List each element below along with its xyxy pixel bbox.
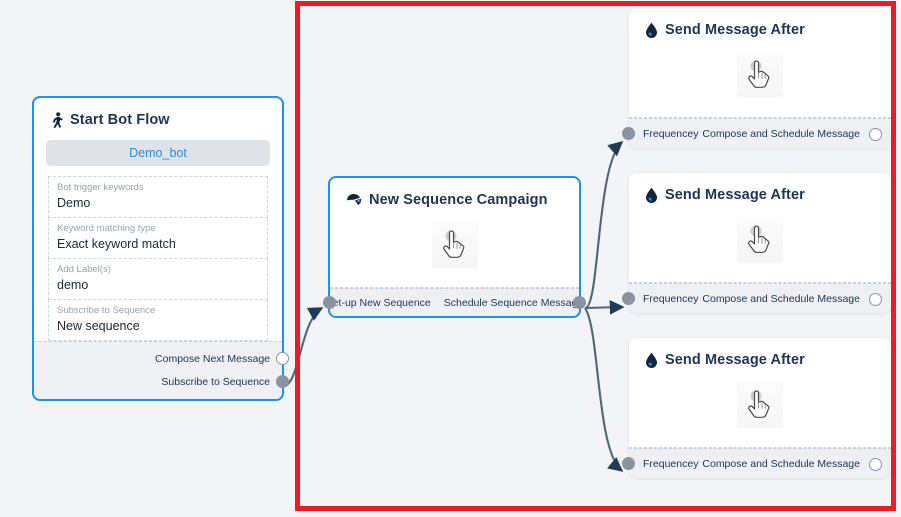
start-node-fields: Bot trigger keywords Demo Keyword matchi… bbox=[34, 176, 282, 347]
start-node-title: Start Bot Flow bbox=[70, 112, 170, 128]
message-node-title: Send Message After bbox=[665, 352, 805, 368]
port-label: Subscribe to Sequence bbox=[161, 375, 270, 388]
field-label: Bot trigger keywords bbox=[57, 182, 144, 193]
message-node-title: Send Message After bbox=[665, 187, 805, 203]
port-handle-subscribe-to-sequence[interactable] bbox=[276, 375, 289, 388]
port-handle-compose-and-schedule-message[interactable] bbox=[869, 457, 882, 471]
sequence-node-ports: Set-up New Sequence Schedule Sequence Me… bbox=[323, 288, 586, 316]
port-label-compose-and-schedule-message: Compose and Schedule Message bbox=[702, 128, 860, 140]
sequence-card-divider bbox=[330, 287, 579, 288]
message-card-divider bbox=[629, 117, 891, 118]
sequence-node-title: New Sequence Campaign bbox=[369, 192, 548, 208]
port-label: Compose Next Message bbox=[155, 352, 270, 365]
message-node-ports: Frequencey Compose and Schedule Message bbox=[622, 118, 891, 148]
message-node-body bbox=[629, 209, 891, 271]
field-value: Exact keyword match bbox=[57, 237, 176, 251]
field-add-labels[interactable]: Add Label(s) demo bbox=[48, 259, 268, 300]
port-label-schedule-sequence-message: Schedule Sequence Message bbox=[443, 297, 584, 309]
port-row-compose-next-message[interactable]: Compose Next Message bbox=[34, 347, 289, 370]
port-label-setup-new-sequence: Set-up New Sequence bbox=[325, 297, 431, 309]
message-node-title-row: Send Message After bbox=[629, 8, 891, 44]
message-node-title: Send Message After bbox=[665, 22, 805, 38]
field-subscribe-to-sequence[interactable]: Subscribe to Sequence New sequence bbox=[48, 300, 268, 341]
field-value: Demo bbox=[57, 196, 91, 210]
port-handle-compose-next-message[interactable] bbox=[276, 352, 289, 365]
field-bot-trigger-keywords[interactable]: Bot trigger keywords Demo bbox=[48, 176, 268, 218]
message-card-divider bbox=[629, 447, 891, 448]
field-label: Keyword matching type bbox=[57, 223, 156, 234]
port-handle-compose-and-schedule-message[interactable] bbox=[869, 292, 882, 306]
port-label-frequency: Frequencey bbox=[643, 128, 699, 140]
node-send-message-after-3[interactable]: Send Message After Frequencey Compose an… bbox=[622, 338, 891, 478]
sequence-node-body bbox=[330, 214, 579, 276]
edge-sequence-to-message-1 bbox=[584, 141, 624, 310]
port-handle-setup-new-sequence[interactable] bbox=[323, 296, 336, 309]
node-start-bot-flow[interactable]: Start Bot Flow Demo_bot Bot trigger keyw… bbox=[32, 96, 289, 401]
node-send-message-after-2[interactable]: Send Message After Frequencey Compose an… bbox=[622, 173, 891, 313]
edge-sequence-to-message-3 bbox=[584, 307, 624, 472]
message-node-title-row: Send Message After bbox=[629, 338, 891, 374]
port-label-frequency: Frequencey bbox=[643, 458, 699, 470]
hand-cursor-icon bbox=[737, 217, 783, 263]
port-handle-frequency[interactable] bbox=[622, 457, 635, 470]
water-drop-icon bbox=[645, 187, 658, 203]
port-handle-frequency[interactable] bbox=[622, 127, 635, 140]
running-person-icon bbox=[50, 112, 63, 128]
message-node-title-row: Send Message After bbox=[629, 173, 891, 209]
edge-sequence-to-message-2 bbox=[584, 300, 625, 315]
field-value: New sequence bbox=[57, 319, 140, 333]
edge-start-to-sequence bbox=[281, 307, 324, 389]
hand-cursor-icon bbox=[737, 382, 783, 428]
field-value: demo bbox=[57, 278, 89, 292]
bot-name-chip[interactable]: Demo_bot bbox=[46, 140, 270, 166]
message-node-body bbox=[629, 44, 891, 106]
hand-cursor-icon bbox=[431, 222, 478, 268]
node-new-sequence-campaign[interactable]: New Sequence Campaign Set-up New Sequenc… bbox=[323, 176, 586, 318]
node-send-message-after-1[interactable]: Send Message After Frequencey Compose an… bbox=[622, 8, 891, 148]
message-node-ports: Frequencey Compose and Schedule Message bbox=[622, 448, 891, 478]
sequence-node-title-row: New Sequence Campaign bbox=[330, 178, 579, 214]
field-label: Subscribe to Sequence bbox=[57, 305, 156, 316]
port-handle-schedule-sequence-message[interactable] bbox=[573, 296, 586, 309]
port-label-compose-and-schedule-message: Compose and Schedule Message bbox=[702, 293, 860, 305]
start-node-ports: Compose Next Message Subscribe to Sequen… bbox=[34, 341, 289, 399]
field-keyword-matching-type[interactable]: Keyword matching type Exact keyword matc… bbox=[48, 218, 268, 259]
port-label-compose-and-schedule-message: Compose and Schedule Message bbox=[702, 458, 860, 470]
port-label-frequency: Frequencey bbox=[643, 293, 699, 305]
port-handle-compose-and-schedule-message[interactable] bbox=[869, 127, 882, 141]
message-node-ports: Frequencey Compose and Schedule Message bbox=[622, 283, 891, 313]
message-node-body bbox=[629, 374, 891, 436]
water-drop-icon bbox=[645, 22, 658, 38]
field-label: Add Label(s) bbox=[57, 264, 111, 275]
start-node-title-row: Start Bot Flow bbox=[34, 98, 282, 134]
hand-cursor-icon bbox=[737, 52, 783, 98]
message-card-divider bbox=[629, 282, 891, 283]
water-drop-icon bbox=[645, 352, 658, 368]
port-handle-frequency[interactable] bbox=[622, 292, 635, 305]
port-row-subscribe-to-sequence[interactable]: Subscribe to Sequence bbox=[34, 370, 289, 393]
paper-plane-icon bbox=[346, 193, 362, 207]
